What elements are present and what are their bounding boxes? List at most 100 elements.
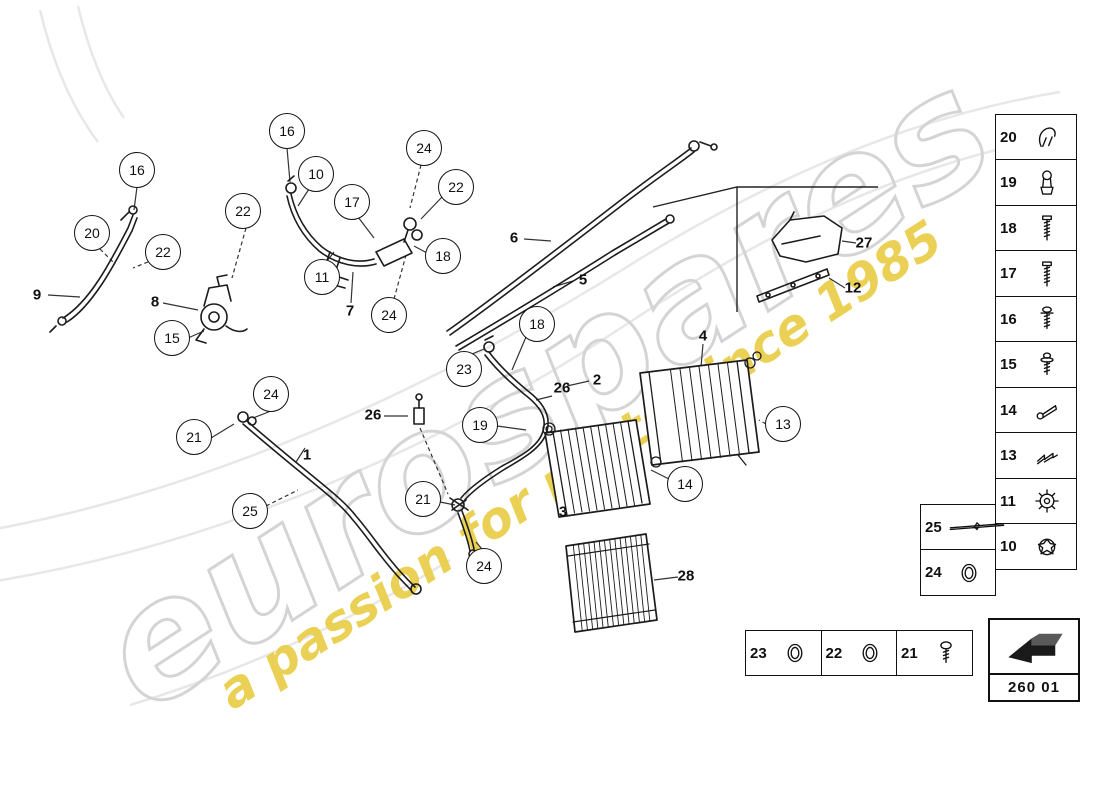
callout-6[interactable]: 6 [509,229,519,247]
hose-1 [237,411,422,595]
callout-16[interactable]: 16 [269,113,305,149]
part-number: 14 [1000,401,1017,419]
leader-lines [47,147,857,581]
hatch-4 [670,362,740,463]
callout-24[interactable]: 24 [253,376,289,412]
part-number: 18 [1000,219,1017,237]
callout-8[interactable]: 8 [150,293,160,311]
o-ring-icon [787,643,802,663]
callout-21[interactable]: 21 [405,481,441,517]
callout-4[interactable]: 4 [698,327,708,345]
hatch-3 [560,421,635,514]
part-number: 19 [1000,174,1017,191]
callout-12[interactable]: 12 [844,279,862,297]
callout-16[interactable]: 16 [119,152,155,188]
callout-17[interactable]: 17 [334,184,370,220]
callout-26[interactable]: 26 [364,406,382,424]
callout-10[interactable]: 10 [298,156,334,192]
callout-23[interactable]: 23 [446,351,482,387]
clamp-icon [1036,452,1058,464]
callout-13[interactable]: 13 [765,406,801,442]
sidebar-part-19[interactable]: 19 [995,159,1077,206]
side-part-25[interactable]: 25 [920,503,1005,551]
hose-10 [285,175,423,267]
callout-5[interactable]: 5 [578,271,588,289]
side-part-column: 25 24 [920,503,1005,596]
callout-22[interactable]: 22 [225,193,261,229]
callout-3[interactable]: 3 [558,503,568,521]
callout-24[interactable]: 24 [406,130,442,166]
callout-18[interactable]: 18 [519,306,555,342]
part-number: 15 [1000,356,1017,373]
callout-18[interactable]: 18 [425,238,461,274]
washer-screw-icon [1040,351,1054,375]
long-screw-icon [1042,215,1052,241]
hose-9 [49,205,138,333]
bottom-part-23[interactable]: 23 [745,630,822,676]
grille-28 [565,533,658,633]
condenser-3 [542,419,651,518]
sensor-icon [1040,169,1054,195]
diagram-code: 260 01 [990,673,1078,700]
part-number: 22 [825,644,843,662]
callout-25[interactable]: 25 [232,493,268,529]
callout-28[interactable]: 28 [677,567,695,585]
callout-1[interactable]: 1 [302,446,312,464]
callout-19[interactable]: 19 [462,407,498,443]
callout-22[interactable]: 22 [145,234,181,270]
part-number: 13 [1000,447,1017,464]
callout-15[interactable]: 15 [154,320,190,356]
o-ring-icon [862,643,878,663]
callout-27[interactable]: 27 [855,234,873,252]
sidebar-part-10[interactable]: 10 [995,523,1077,570]
bottom-part-22[interactable]: 22 [820,630,898,676]
pipe-5 [455,214,675,351]
sidebar-part-15[interactable]: 15 [995,341,1077,388]
hatch-28 [572,534,651,631]
callout-26[interactable]: 26 [553,379,571,397]
callout-21[interactable]: 21 [176,419,212,455]
callout-9[interactable]: 9 [32,286,42,304]
part-number: 21 [901,644,918,662]
callout-14[interactable]: 14 [667,466,703,502]
part-number: 23 [750,644,767,662]
flange-screw-icon [1040,306,1054,330]
sidebar-part-11[interactable]: 11 [995,477,1077,525]
sensor-26 [413,393,425,425]
o-ring-icon [961,563,977,582]
leader-lines-dashed [99,164,767,507]
callout-24[interactable]: 24 [466,548,502,584]
bottom-part-row: 23 22 21 [745,630,973,676]
sidebar-part-18[interactable]: 18 [995,204,1077,252]
direction-arrow-icon [1008,633,1063,663]
part-number: 16 [1000,310,1017,328]
rod-icon [949,522,1005,531]
callout-22[interactable]: 22 [438,169,474,205]
sidebar-part-13[interactable]: 13 [995,432,1077,479]
callout-2[interactable]: 2 [592,371,602,389]
callout-7[interactable]: 7 [345,302,355,320]
star-nut-icon [1037,538,1057,555]
part-number: 24 [925,564,942,581]
callout-20[interactable]: 20 [74,215,110,251]
pipe-6 [446,140,718,336]
sidebar-part-17[interactable]: 17 [995,250,1077,297]
clip-icon [1038,127,1056,148]
part-number: 17 [1000,265,1017,282]
drier-8 [195,274,248,344]
callout-11[interactable]: 11 [304,259,340,295]
shield-27 [771,211,843,263]
part-number: 25 [925,518,942,536]
bottom-part-21[interactable]: 21 [896,630,973,676]
sidebar-part-14[interactable]: 14 [995,386,1077,434]
sidebar-part-16[interactable]: 16 [995,295,1077,343]
diagram-code-box[interactable]: 260 01 [988,618,1080,702]
callout-24[interactable]: 24 [371,297,407,333]
side-part-24[interactable]: 24 [920,549,996,596]
sidebar-part-20[interactable]: 20 [995,113,1077,161]
